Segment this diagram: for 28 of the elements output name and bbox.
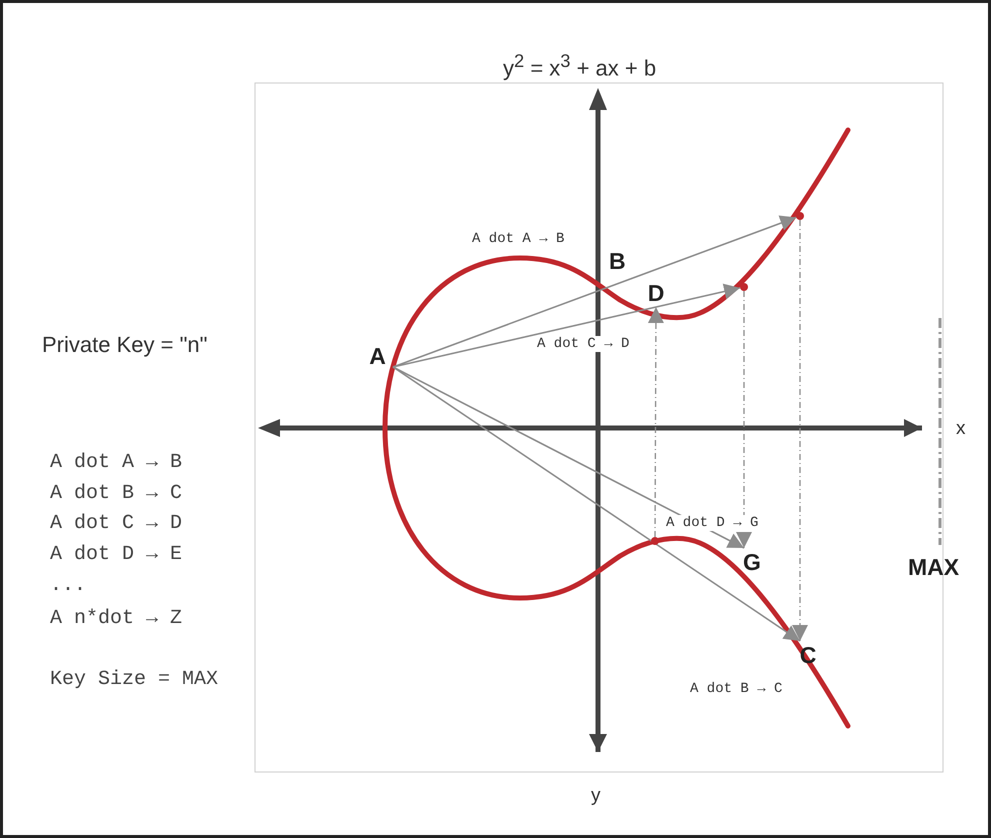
step-text: A dot C → D [50, 514, 182, 534]
arrow [392, 366, 800, 642]
arrow [392, 284, 740, 368]
step-text: A dot D → E [50, 545, 182, 565]
curve-point [796, 212, 804, 220]
key-label: Private Key = "n" [42, 334, 208, 356]
step-text: ... [50, 576, 86, 596]
step-text: A n*dot → Z [50, 609, 182, 629]
arrow [392, 215, 797, 368]
dashed-arrow [736, 291, 752, 548]
arrow [392, 366, 744, 549]
dashed-arrow [648, 307, 664, 537]
point-label: D [643, 279, 669, 307]
max-label: MAX [908, 556, 960, 579]
curve-point [651, 537, 659, 545]
step-text: Key Size = MAX [50, 670, 218, 690]
dashed-arrow [792, 220, 808, 641]
axis-label: y [591, 786, 600, 805]
point-label: B [609, 250, 626, 273]
point-label: G [738, 548, 766, 576]
annotation-text: A dot C → D [535, 336, 632, 352]
axis-label: x [956, 419, 966, 438]
point-label: A [362, 342, 393, 367]
step-text: A dot A → B [50, 453, 182, 473]
annotation-text: A dot D → G [664, 515, 760, 531]
curve-point [740, 283, 748, 291]
equation-text: y$^{2}$ = x$^{3}$ + ax + b [503, 52, 656, 80]
step-text: A dot B → C [50, 484, 182, 504]
